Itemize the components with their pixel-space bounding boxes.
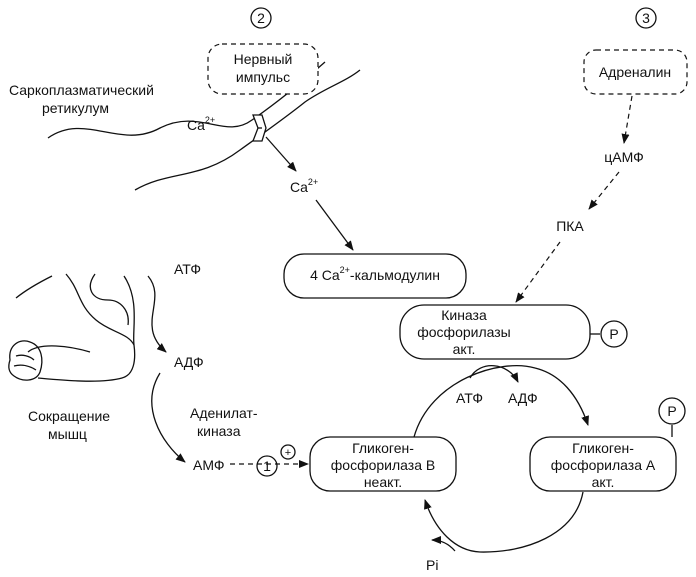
cycle-arc-top [413, 365, 589, 438]
phosphorylase-a-box [529, 436, 677, 492]
arrow-adp-to-amp [151, 372, 186, 463]
arrow-ca-to-calmodulin [315, 199, 354, 251]
reticulum-label-line2: ретикулум [42, 100, 109, 116]
nerve-impulse-box [207, 43, 319, 95]
adp-label-left: АДФ [174, 354, 204, 370]
svg-text:Ca2+: Ca2+ [290, 177, 318, 195]
adrenaline-label: Адреналин [599, 64, 671, 80]
calmodulin-box [283, 253, 467, 299]
phosphorylase-a-phosphate-badge: P [658, 397, 686, 425]
arrow-atp-to-adp-left [147, 275, 167, 353]
atp-label-left: АТФ [174, 261, 201, 277]
calmodulin-label: 4 Ca2+-кальмодулин [310, 265, 440, 283]
svg-text:1: 1 [263, 458, 271, 474]
svg-text:+: + [285, 447, 291, 459]
amp-label: АМФ [193, 457, 225, 473]
kinase-line2: фосфорилазы [417, 324, 511, 340]
calcium-channel-icon [252, 114, 267, 142]
phosphorylase-b-line3: неакт. [364, 474, 402, 490]
nerve-impulse-line1: Нервный [234, 51, 293, 67]
step-marker-3: 3 [635, 7, 657, 29]
reticulum-label-line1: Саркоплазматический [9, 82, 154, 98]
arrow-adrenaline-to-camp [621, 95, 633, 144]
phosphorylase-b-line2: фосфорилаза B [331, 457, 435, 473]
arrow-atp-to-adp-cycle [469, 365, 519, 383]
kinase-line3: акт. [453, 341, 476, 357]
phosphorylase-b-box [309, 436, 457, 492]
adrenaline-box [583, 49, 688, 95]
phosphorylase-kinase-box [399, 304, 591, 360]
camp-label: цАМФ [604, 149, 644, 165]
pka-label: ПКА [556, 218, 584, 234]
step-marker-2: 2 [250, 7, 272, 29]
adp-label-cycle: АДФ [508, 390, 538, 406]
atp-label-cycle: АТФ [456, 390, 483, 406]
phosphorylase-b-line1: Гликоген- [352, 440, 414, 456]
arrow-channel-to-ca [265, 136, 297, 172]
contraction-line1: Сокращение [28, 408, 110, 424]
svg-text:P: P [609, 326, 618, 342]
flexed-arm-icon [8, 273, 136, 382]
adenylate-kinase-line2: киназа [197, 423, 241, 439]
phosphorylase-a-line2: фосфорилаза A [551, 457, 656, 473]
arrow-pka-to-kinase [515, 241, 561, 303]
nerve-impulse-line2: импульс [236, 69, 290, 85]
adenylate-kinase-line1: Аденилат- [190, 405, 258, 421]
cycle-arc-bottom [424, 491, 584, 553]
svg-text:P: P [667, 403, 676, 419]
calcium-ion-label-2: Ca2+ [290, 177, 318, 195]
calcium-ion-label-1: Ca2+ [187, 115, 215, 133]
kinase-phosphate-badge: P [600, 320, 628, 348]
pi-label: Pi [426, 557, 438, 573]
step-marker-1: 1 [256, 455, 278, 477]
activation-plus-badge: + [280, 444, 296, 460]
pi-release-arrow [431, 536, 456, 552]
phosphorylase-a-line3: акт. [592, 474, 615, 490]
arrow-camp-to-pka [588, 171, 620, 210]
kinase-line1: Киназа [441, 307, 487, 323]
svg-text:3: 3 [642, 10, 650, 26]
svg-text:2: 2 [257, 10, 265, 26]
contraction-line2: мышц [48, 426, 87, 442]
phosphorylase-a-line1: Гликоген- [572, 440, 634, 456]
reticulum-membrane-upper [47, 61, 326, 139]
svg-text:Ca2+: Ca2+ [187, 115, 215, 133]
